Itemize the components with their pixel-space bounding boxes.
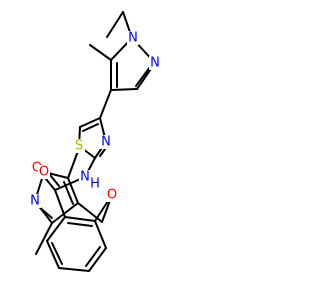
- atom-n-pyrazole-1: N: [127, 31, 139, 46]
- molecule-structure: N N S N O N H O N: [29, 11, 161, 272]
- atom-n-pyrazole-2: N: [149, 56, 161, 71]
- atom-s-thiazole: S: [73, 139, 85, 154]
- bond-isoxazole-c4-c5: [67, 177, 79, 204]
- bond-ethyl-ch3: [106, 11, 124, 38]
- atom-n-thiazole: N: [100, 135, 112, 150]
- label-o-carbonyl: O: [32, 161, 42, 176]
- bond-isoxazole-c4-c5-double: [63, 181, 74, 205]
- bond-isoxazole-methyl-3: [35, 222, 53, 255]
- bond-pyrazole-methyl: [89, 44, 112, 61]
- bond-pyrazole-c3-c4: [110, 88, 138, 91]
- label-n-pyrazole-1: N: [128, 31, 138, 46]
- bond-benzene-c1-c2: [46, 216, 66, 242]
- label-s-thiazole: S: [75, 139, 83, 154]
- bond-benzene-c3-c4: [58, 267, 90, 272]
- label-o-isoxazole: O: [39, 165, 49, 180]
- label-n-thiazole: N: [101, 135, 111, 150]
- atom-o-isoxazole: O: [38, 165, 50, 180]
- bond-thiazole-c4-c5-double: [82, 123, 99, 132]
- bond-isoxazole-methyl-5: [67, 150, 79, 179]
- bond-pyrazole-thiazole: [99, 89, 112, 119]
- bond-carbonyl-phenyl: [54, 189, 66, 218]
- bond-benzene-c2-c3-double: [51, 242, 63, 265]
- bond-benzene-c4-c5-double: [85, 246, 101, 267]
- label-n-pyrazole-2: N: [150, 56, 160, 71]
- atom-n-isoxazole: N: [29, 194, 41, 209]
- bond-thiazole-c4-c5: [79, 117, 101, 128]
- bond-benzene-c4-c5: [88, 247, 107, 272]
- label-nh-amide: N: [80, 170, 90, 185]
- bond-layer: [34, 11, 156, 272]
- atom-o-ether: O: [106, 188, 118, 203]
- molecule-svg: N N S N O N H O N: [29, 11, 161, 272]
- atom-label-layer: N N S N O N H O N: [29, 31, 161, 209]
- bond-ch2-isoxazole: [77, 202, 103, 223]
- bond-isoxazole-c3-c4: [51, 202, 79, 224]
- bond-benzene-c6-c1-double: [67, 222, 93, 227]
- label-n-isoxazole: N: [30, 194, 40, 209]
- bond-benzene-c2-c3: [46, 240, 60, 269]
- label-o-ether: O: [107, 188, 117, 203]
- label-h-amide: H: [90, 177, 100, 192]
- bond-benzene-c5-c6: [94, 220, 107, 249]
- atom-nh-amide: N H: [79, 170, 103, 192]
- bond-benzene-c6-c1: [64, 216, 96, 222]
- bond-pyrazole-n2-c3-double: [135, 66, 151, 87]
